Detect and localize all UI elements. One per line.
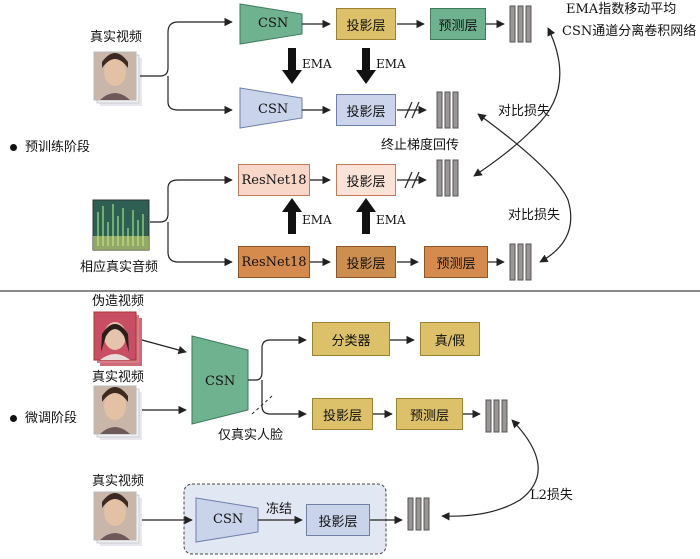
- feature-vector-audio-online: [509, 243, 516, 281]
- ema-label-1: EMA: [302, 57, 332, 71]
- bullet-dot: [10, 144, 17, 151]
- ema-label-3: EMA: [302, 213, 332, 227]
- csn-target-block: [239, 87, 303, 129]
- real-video-thumbnail-frozen: [93, 491, 142, 546]
- csn-frozen-block: [195, 497, 259, 543]
- fake-video-thumbnail: [93, 311, 142, 366]
- label-fake-video: 伪造视频: [92, 294, 145, 309]
- ema-arrow-video-csn: [282, 48, 302, 84]
- projection-finetune: 投影层: [312, 398, 373, 430]
- resnet-target: ResNet18: [238, 164, 310, 196]
- projection-audio-target: 投影层: [336, 164, 396, 196]
- feature-vector-frozen: [407, 497, 414, 531]
- stage-pretrain: 预训练阶段: [10, 140, 90, 156]
- real-video-thumbnail-finetune: [93, 385, 142, 440]
- ema-arrow-audio-resnet: [282, 198, 302, 234]
- classifier-block: 分类器: [312, 322, 390, 356]
- feature-vector-video-online: [509, 5, 516, 43]
- feature-vector-video-target: [436, 91, 443, 129]
- stage-finetune: 微调阶段: [10, 411, 77, 427]
- prediction-video-online: 预测层: [430, 8, 486, 40]
- projection-frozen: 投影层: [306, 504, 370, 536]
- real-faces-only-label: 仅真实人脸: [218, 428, 284, 443]
- csn-online-block: [239, 3, 303, 45]
- csn-target-label: CSN: [258, 102, 289, 117]
- video-face-thumbnail: [93, 51, 142, 106]
- frozen-panel: [183, 483, 387, 555]
- real-fake-output: 真/假: [420, 322, 480, 356]
- csn-online-label: CSN: [258, 16, 289, 31]
- csn-frozen-label: CSN: [213, 512, 244, 527]
- ema-arrow-video-projection: [356, 48, 376, 84]
- feature-vector-audio-target: [436, 159, 443, 197]
- frozen-label: 冻结: [266, 502, 293, 517]
- prediction-finetune: 预测层: [396, 398, 463, 430]
- projection-video-target: 投影层: [336, 94, 396, 126]
- contrastive-loss-label-1: 对比损失: [498, 104, 551, 119]
- bullet-dot: [10, 415, 17, 422]
- label-real-video-finetune: 真实视频: [92, 370, 145, 385]
- label-real-video-frozen: 真实视频: [92, 474, 145, 489]
- prediction-audio-online: 预测层: [424, 246, 488, 278]
- stage-finetune-label: 微调阶段: [25, 411, 78, 426]
- legend-ema: EMA指数移动平均: [566, 2, 677, 17]
- csn-finetune-block: [191, 335, 249, 425]
- csn-finetune-label: CSN: [205, 374, 236, 389]
- ema-arrow-audio-projection: [356, 198, 376, 234]
- audio-spectrogram: [92, 199, 150, 251]
- feature-vector-finetune: [485, 399, 492, 433]
- stage-pretrain-label: 预训练阶段: [25, 140, 91, 155]
- label-audio: 相应真实音频: [80, 260, 159, 275]
- stop-gradient-label: 终止梯度回传: [381, 138, 460, 153]
- projection-audio-online: 投影层: [336, 246, 396, 278]
- resnet-online: ResNet18: [238, 246, 310, 278]
- l2-loss-label: L2损失: [530, 488, 573, 503]
- projection-video-online: 投影层: [336, 8, 396, 40]
- legend-csn: CSN通道分离卷积网络: [562, 24, 697, 39]
- label-real-video-pretrain: 真实视频: [90, 30, 143, 45]
- contrastive-loss-label-2: 对比损失: [508, 208, 561, 223]
- ema-label-4: EMA: [376, 213, 406, 227]
- ema-label-2: EMA: [376, 57, 406, 71]
